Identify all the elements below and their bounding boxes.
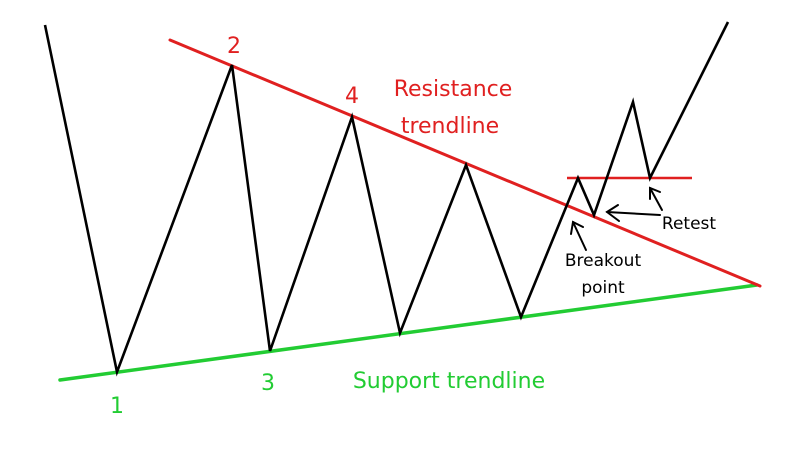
retest-label: Retest	[662, 214, 716, 234]
support-trendline	[58, 283, 759, 382]
point-label-3: 3	[261, 371, 275, 396]
point-label-2: 2	[227, 34, 241, 59]
support-label: Support trendline	[353, 369, 545, 394]
price-path	[43, 21, 730, 377]
breakout-label-line2: point	[581, 278, 625, 298]
point-label-1: 1	[110, 394, 124, 419]
breakout-label-line1: Breakout	[565, 251, 642, 271]
resistance-label-line1: Resistance	[394, 77, 513, 102]
retest-arrow-up	[649, 186, 663, 211]
resistance-trendline	[168, 38, 762, 288]
resistance-label-line2: trendline	[401, 114, 499, 139]
breakout-arrow	[570, 220, 587, 251]
retest-arrow-left	[605, 204, 661, 222]
point-label-4: 4	[345, 84, 359, 109]
